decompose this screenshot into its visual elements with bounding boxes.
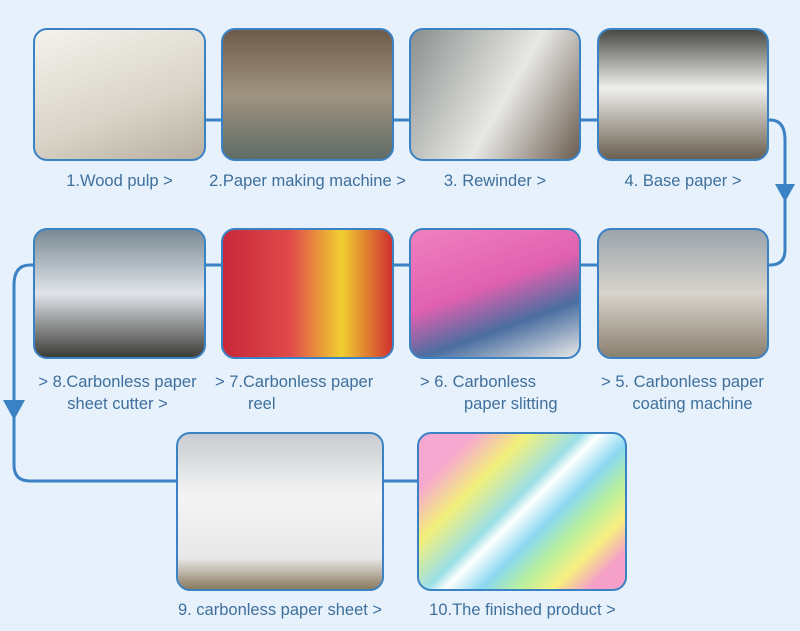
step-2-label: 2.Paper making machine >: [209, 172, 406, 190]
step-5-label: > 5. Carbonless paper coating machine: [590, 371, 775, 415]
step-7-label-line1: > 7.Carbonless paper: [215, 373, 374, 391]
step-7-label-line2: reel: [248, 395, 276, 413]
step-8-label: > 8.Carbonless paper sheet cutter >: [10, 371, 225, 415]
step-5-label-line1: > 5. Carbonless paper: [601, 373, 764, 391]
photo-wood-pulp: [33, 28, 206, 161]
step-9-label: 9. carbonless paper sheet >: [177, 601, 383, 619]
step-6-label-line1: > 6. Carbonless: [420, 373, 537, 391]
step-8-label-line2: sheet cutter >: [67, 395, 168, 413]
photo-paper-sheet: [176, 432, 384, 591]
step-6-label-line2: paper slitting: [464, 395, 558, 413]
photo-rewinder: [409, 28, 581, 161]
step-5-label-line2: coating machine: [632, 395, 753, 413]
arrow-down-icon: [775, 184, 795, 202]
photo-paper-slitting: [409, 228, 581, 359]
photo-sheet-cutter: [33, 228, 206, 359]
step-4-label: 4. Base paper >: [624, 172, 742, 190]
step-7-label: > 7.Carbonless paper reel: [215, 371, 395, 415]
step-3-label: 3. Rewinder >: [443, 172, 547, 190]
photo-paper-reel: [221, 228, 394, 359]
photo-paper-making-machine: [221, 28, 394, 161]
photo-coating-machine: [597, 228, 769, 359]
step-10-label: 10.The finished product >: [429, 601, 616, 619]
arrow-down-icon: [3, 400, 25, 420]
step-1-label: 1.Wood pulp >: [66, 172, 173, 190]
step-8-label-line1: > 8.Carbonless paper: [38, 373, 197, 391]
photo-base-paper: [597, 28, 769, 161]
step-6-label: > 6. Carbonless paper slitting: [420, 371, 590, 415]
photo-finished-product: [417, 432, 627, 591]
